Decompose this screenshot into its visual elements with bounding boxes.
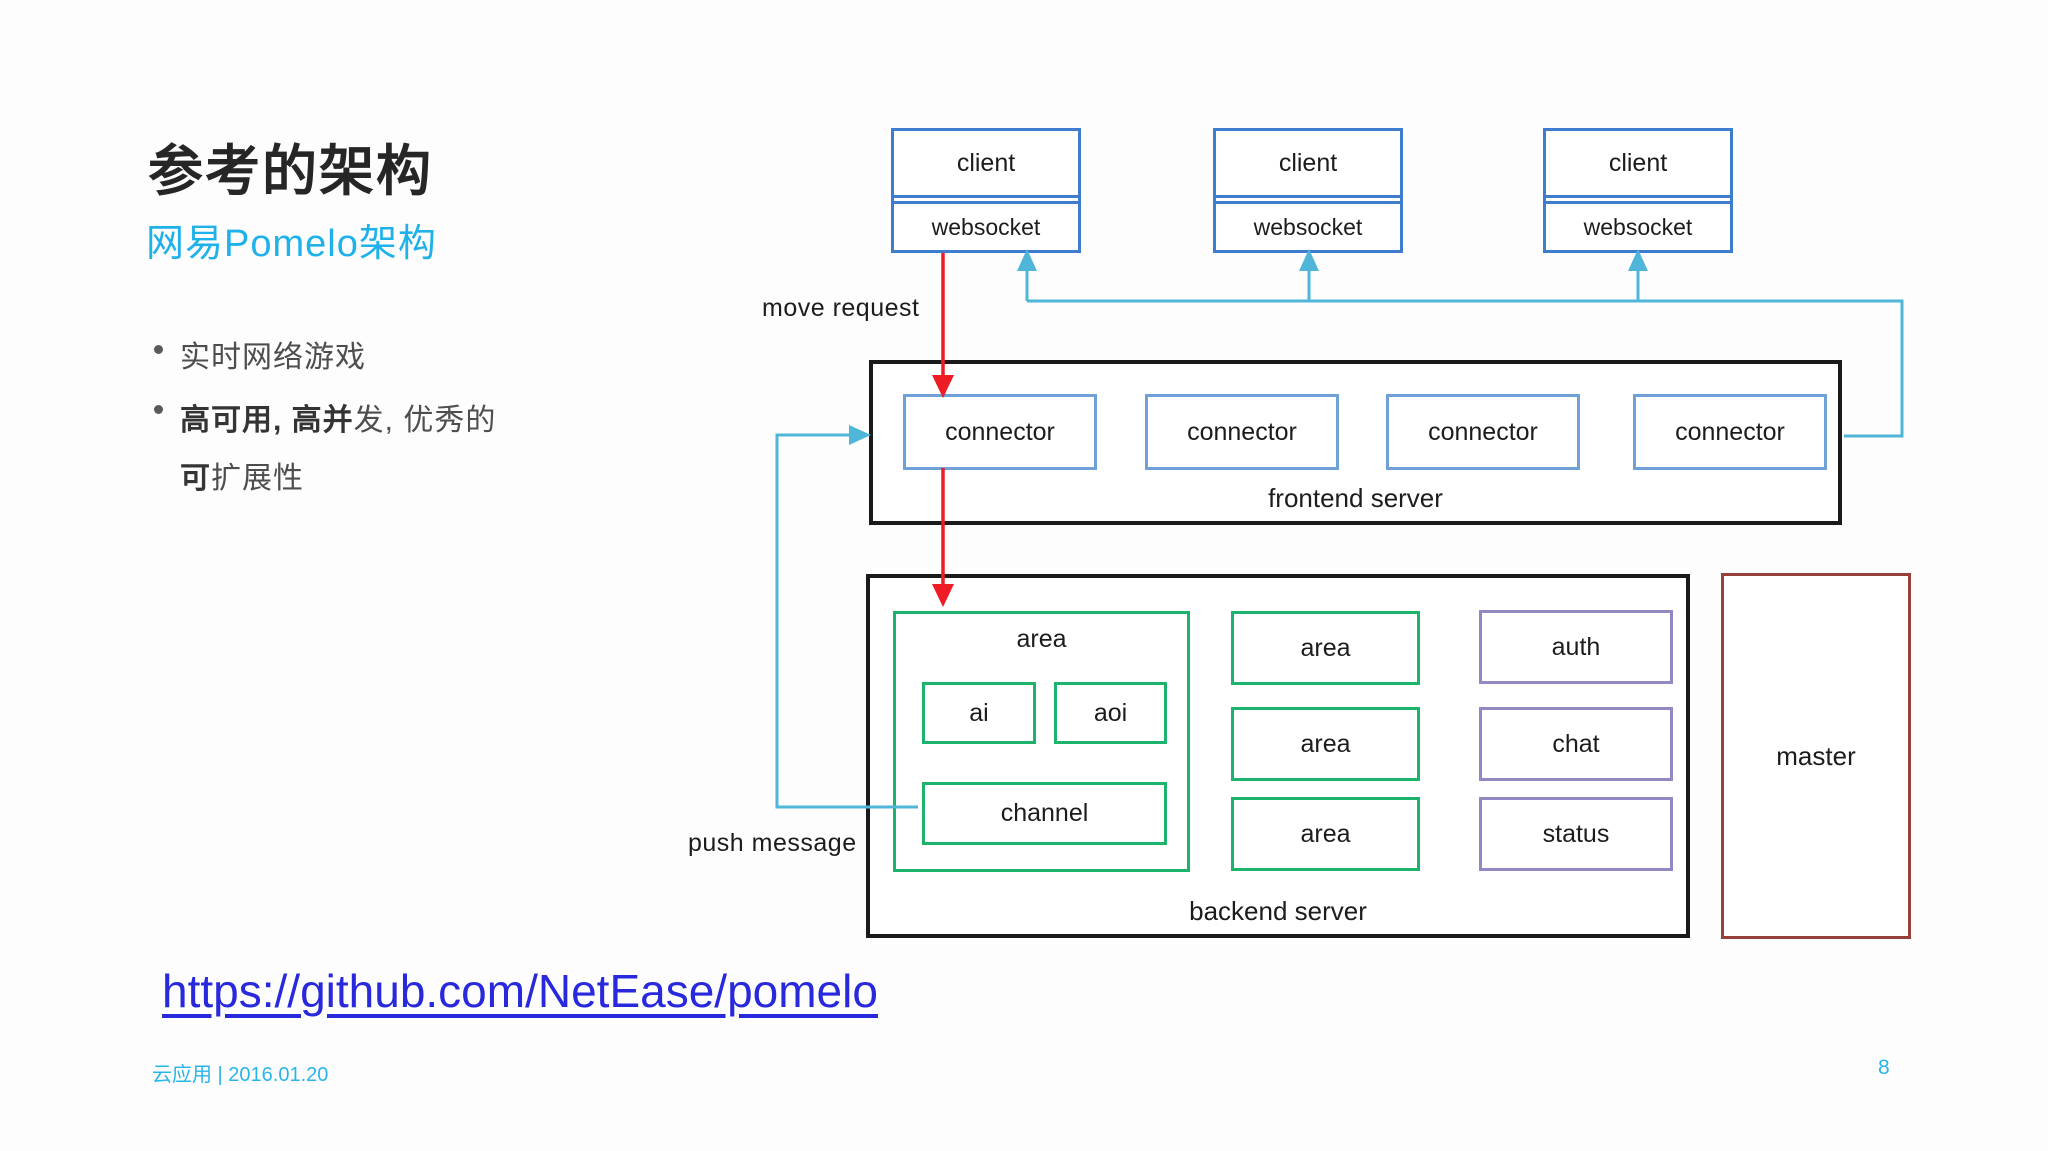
client-box-2: client websocket xyxy=(1213,128,1403,253)
channel-box: channel xyxy=(922,782,1167,845)
ai-box: ai xyxy=(922,682,1036,744)
bullet-dot xyxy=(154,405,163,414)
backend-server-label: backend server xyxy=(1189,896,1367,926)
master-box: master xyxy=(1721,573,1911,939)
client-box-1: client websocket xyxy=(891,128,1081,253)
area-box-2: area xyxy=(1231,707,1420,781)
connector-box-1: connector xyxy=(903,394,1097,470)
bullet-item-availability: 高可用, 高并发, 优秀的 可扩展性 xyxy=(154,392,497,508)
page-subtitle: 网易Pomelo架构 xyxy=(146,223,437,265)
auth-box: auth xyxy=(1479,610,1673,684)
bullet-text-line2: 可扩展性 xyxy=(180,462,304,495)
connector-box-3: connector xyxy=(1386,394,1580,470)
client-title: client xyxy=(1546,131,1730,198)
move-request-label: move request xyxy=(762,294,920,322)
bullet-text: 实时网络游戏 xyxy=(180,341,366,374)
bullet-text-line1: 高可用, 高并发, 优秀的 xyxy=(180,404,497,437)
client-websocket: websocket xyxy=(894,201,1078,250)
page-title: 参考的架构 xyxy=(148,140,434,202)
client-title: client xyxy=(1216,131,1400,198)
backend-server-frame: area ai aoi channel area area area auth … xyxy=(866,574,1690,938)
frontend-server-label: frontend server xyxy=(1268,483,1443,513)
client-box-3: client websocket xyxy=(1543,128,1733,253)
aoi-box: aoi xyxy=(1054,682,1167,744)
client-websocket: websocket xyxy=(1546,201,1730,250)
client-title: client xyxy=(894,131,1078,198)
status-box: status xyxy=(1479,797,1673,871)
area-box-1: area xyxy=(1231,611,1420,685)
client-websocket: websocket xyxy=(1216,201,1400,250)
bullet-item-realtime: 实时网络游戏 xyxy=(154,332,366,376)
page-number: 8 xyxy=(1878,1056,1890,1079)
bullet-dot xyxy=(154,345,163,354)
connector-box-4: connector xyxy=(1633,394,1827,470)
chat-box: chat xyxy=(1479,707,1673,781)
github-link[interactable]: https://github.com/NetEase/pomelo xyxy=(162,965,878,1017)
area-group-box: area ai aoi channel xyxy=(893,611,1190,872)
area-box-3: area xyxy=(1231,797,1420,871)
footer-caption: 云应用 | 2016.01.20 xyxy=(152,1064,329,1086)
frontend-server-frame: connector connector connector connector … xyxy=(869,360,1842,525)
push-message-label: push message xyxy=(688,829,857,857)
connector-box-2: connector xyxy=(1145,394,1339,470)
area-group-label: area xyxy=(1016,625,1067,653)
